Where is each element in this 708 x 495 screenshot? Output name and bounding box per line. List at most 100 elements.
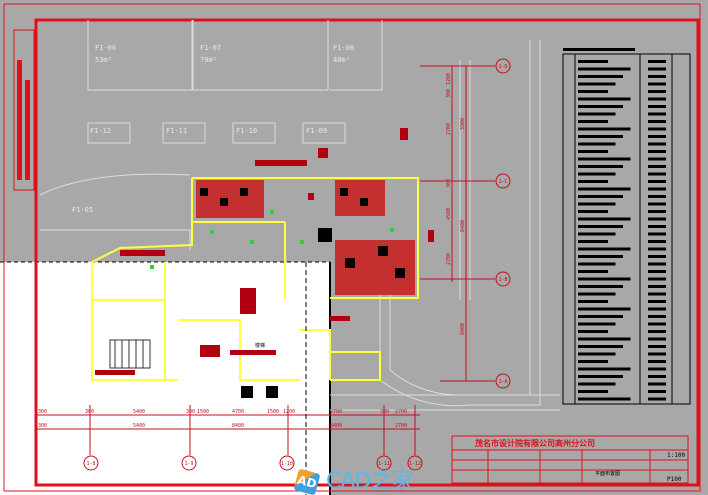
room-area: 53m² (95, 56, 112, 64)
legend-row-bar (578, 157, 631, 161)
sheet-number: P100 (667, 476, 682, 483)
legend-row-bar (578, 105, 623, 108)
axis-label: 1-B (498, 277, 507, 283)
legend-row-bar (578, 277, 631, 281)
dimension-text: 8400 (460, 323, 466, 335)
cube-logo-icon: AD (293, 468, 321, 495)
legend-row-bar (578, 150, 608, 153)
legend-symbol (648, 150, 666, 153)
legend-symbol (648, 75, 666, 78)
legend-row-bar (578, 285, 623, 288)
title-block (451, 435, 689, 484)
legend-symbol (648, 270, 666, 273)
legend-symbol (648, 307, 666, 311)
room-id: F1-11 (166, 127, 187, 135)
legend-symbol (648, 225, 666, 228)
legend-row-bar (578, 382, 616, 386)
legend-row-bar (578, 292, 616, 296)
legend-symbol (648, 360, 666, 363)
legend-row-bar (578, 367, 631, 371)
dimension-text: 300 (380, 409, 389, 415)
legend-symbol (648, 375, 666, 378)
legend-symbol (648, 60, 666, 63)
axis-label: 1-12 (409, 461, 421, 467)
legend-symbol (648, 285, 666, 288)
axis-label: 1-8 (86, 461, 95, 467)
legend-symbol (648, 165, 666, 168)
dimension-text: 8400 (330, 423, 342, 429)
legend-row-bar (578, 142, 616, 146)
legend-row-bar (578, 195, 623, 198)
legend-row-bar (578, 172, 616, 176)
legend-symbol (648, 397, 666, 401)
dimension-text: 8400 (460, 220, 466, 232)
dimension-lines-bottom (36, 405, 420, 455)
legend-symbol (648, 382, 666, 386)
legend-symbol (648, 180, 666, 183)
dimension-text: 300 (38, 409, 47, 415)
legend-symbol (648, 105, 666, 108)
legend-symbol (648, 367, 666, 371)
legend-symbol (648, 322, 666, 326)
legend-row-bar (578, 127, 631, 131)
legend-row-bar (578, 165, 623, 168)
drawing-frame (34, 18, 700, 487)
legend-symbol (648, 390, 666, 393)
legend-row-bar (578, 67, 631, 71)
dimension-text: 300 (186, 409, 195, 415)
legend-symbol (648, 97, 666, 101)
legend-symbol (648, 247, 666, 251)
dimension-text: 4500 (446, 208, 452, 220)
legend-row-bar (578, 240, 608, 243)
legend-row-bar (578, 225, 623, 228)
legend-row-bar (578, 232, 616, 236)
dimension-text: 2700 (395, 423, 407, 429)
legend-symbol (648, 187, 666, 191)
legend-row-bar (578, 180, 608, 183)
dimension-text: 2700 (446, 123, 452, 135)
legend-row-bar (578, 397, 631, 401)
legend-row-bar (578, 375, 623, 378)
legend-symbol (648, 232, 666, 236)
axis-label: 1-10 (281, 461, 293, 467)
legend-symbol (648, 255, 666, 258)
room-area: 40m² (333, 56, 350, 64)
legend-symbol (648, 127, 666, 131)
existing-rooms (39, 20, 560, 411)
legend-symbol (648, 315, 666, 318)
legend-symbol (648, 330, 666, 333)
legend-row-bar (578, 247, 631, 251)
legend-row-bar (578, 345, 623, 348)
legend-row-bar (578, 262, 616, 266)
legend-symbol (648, 67, 666, 71)
dimension-text: 2700 (330, 409, 342, 415)
dimension-text: 1500 (197, 409, 209, 415)
legend-row-bar (578, 217, 631, 221)
legend-symbol (648, 172, 666, 176)
dimension-text: 2700 (446, 253, 452, 265)
legend-symbol (648, 82, 666, 86)
dimension-text: 300 (446, 179, 452, 188)
axis-bubbles-bottom: 1-8 1-9 1-10 1-11 1-12 (83, 455, 423, 471)
legend-row-bar (578, 315, 623, 318)
legend-row-bar (578, 90, 608, 93)
legend-rows (578, 60, 666, 401)
company-name: 茂名市设计院有限公司高州分公司 (475, 438, 595, 448)
room-area: 70m² (200, 56, 217, 64)
legend-row-bar (578, 82, 616, 86)
dimension-text: 300 (85, 409, 94, 415)
legend-symbol (648, 195, 666, 198)
watermark-text: CAD之家 (326, 469, 413, 494)
legend-symbol (648, 157, 666, 161)
chairs (200, 188, 405, 398)
drawing-name: 平面布置图 (595, 470, 620, 477)
legend-row-bar (578, 120, 608, 123)
legend-symbol (648, 202, 666, 206)
legend-row-bar (578, 322, 616, 326)
legend-row-bar (578, 112, 616, 116)
legend-row-bar (578, 300, 608, 303)
legend-row-bar (578, 210, 608, 213)
legend-row-bar (578, 352, 616, 356)
